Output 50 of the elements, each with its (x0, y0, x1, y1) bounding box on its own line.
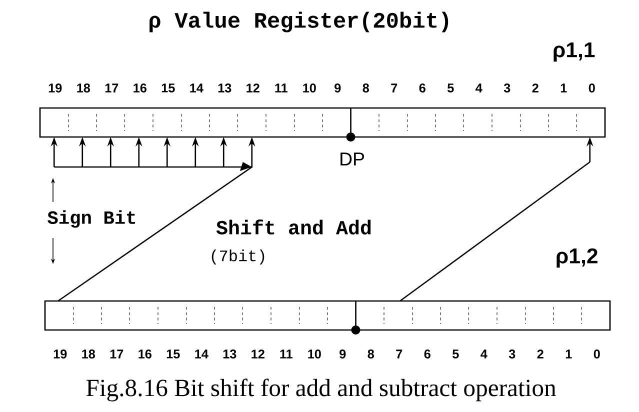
bit-number: 9 (334, 84, 341, 92)
bit-number: 3 (504, 84, 510, 92)
bit-number: 7 (396, 350, 402, 358)
bit-number: 8 (362, 84, 369, 92)
bit-number: 9 (340, 350, 346, 358)
bit-number: 4 (480, 350, 488, 358)
shift-label: Shift and Add (216, 220, 371, 234)
bit-number: 6 (419, 84, 426, 92)
register-name: ρ1,1 (554, 42, 595, 62)
bit-number: 0 (594, 350, 600, 358)
bit-number: 7 (391, 84, 398, 92)
bit-number: 14 (195, 350, 208, 358)
register-bar (39, 107, 606, 142)
bit-number: 3 (508, 350, 516, 358)
bit-number: 13 (223, 350, 236, 358)
bit-number: 15 (166, 350, 180, 358)
bit-number: 8 (368, 350, 374, 358)
bit-number: 5 (452, 350, 459, 358)
bit-number: 12 (252, 350, 264, 358)
bit-number: 15 (162, 84, 175, 92)
bit-number: 12 (246, 84, 260, 92)
bit-number: 5 (448, 84, 454, 92)
bit-number: 2 (532, 84, 538, 92)
bit-number: 6 (424, 350, 430, 358)
caption: Fig.8.16 Bit shift for add and subtract operation (86, 378, 556, 402)
bit-number: 4 (476, 84, 482, 92)
bit-number: 0 (588, 84, 595, 92)
bit-number: 18 (77, 84, 90, 92)
bit-number: 1 (560, 84, 567, 92)
bit-number: 19 (54, 350, 67, 358)
bit-number: 19 (48, 84, 62, 92)
register-name: ρ1,2 (556, 248, 598, 268)
bit-number: 1 (566, 350, 572, 358)
bit-number: 13 (218, 84, 232, 92)
title: ρ Value Register(20bit) (150, 12, 448, 32)
sign-bit-label: Sign Bit (48, 210, 136, 228)
bit-number: 10 (308, 350, 321, 358)
bit-number: 16 (134, 84, 146, 92)
bit-number: 14 (190, 84, 204, 92)
bit-number: 17 (105, 84, 118, 92)
decimal-point-label: DP (340, 152, 364, 166)
bit-number: 16 (138, 350, 152, 358)
bit-number: 10 (303, 84, 316, 92)
bit-number: 18 (82, 350, 96, 358)
bit-number: 11 (280, 350, 292, 358)
bit-number: 11 (275, 84, 288, 92)
bit-count-label: (7bit) (212, 250, 264, 264)
bit-number: 17 (110, 350, 124, 358)
bit-number: 2 (537, 350, 544, 358)
register-bar (44, 300, 611, 334)
